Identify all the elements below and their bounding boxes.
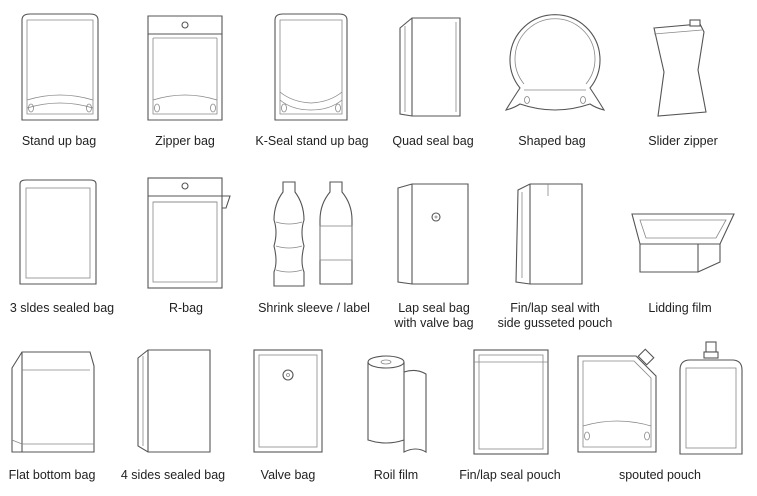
roll-film-icon [367, 355, 427, 453]
four-sides-sealed-bag-icon [137, 349, 211, 453]
label-lap-seal-bag-line2: with valve bag [394, 316, 474, 330]
label-shrink-sleeve: Shrink sleeve / label [258, 301, 370, 315]
flat-bottom-bag-icon [11, 351, 95, 453]
label-spouted-pouch: spouted pouch [618, 468, 701, 482]
label-flat-bottom-bag: Flat bottom bag [8, 468, 96, 482]
label-valve-bag: Valve bag [260, 468, 316, 482]
three-sides-sealed-bag-icon [19, 179, 97, 285]
shrink-sleeve-bottles-icon [273, 181, 353, 287]
k-seal-stand-up-bag-icon [274, 13, 348, 121]
label-lap-seal-bag-line1: Lap seal bag [398, 301, 470, 315]
zipper-bag-icon [147, 15, 223, 121]
valve-bag-icon [253, 349, 323, 453]
label-side-gusseted-line1: Fin/lap seal with [510, 301, 600, 315]
quad-seal-bag-icon [399, 17, 461, 117]
fin-lap-seal-pouch-icon [473, 349, 549, 455]
label-fin-lap-seal-pouch: Fin/lap seal pouch [459, 468, 561, 482]
side-gusseted-pouch-icon [515, 183, 583, 285]
label-slider-zipper: Slider zipper [648, 134, 718, 148]
stand-up-bag-icon [21, 13, 99, 121]
lap-seal-valve-bag-icon [397, 183, 469, 285]
label-three-sides-sealed-bag: 3 sldes sealed bag [9, 301, 115, 315]
r-bag-icon [147, 177, 231, 289]
label-zipper-bag: Zipper bag [155, 134, 215, 148]
label-side-gusseted-line2: side gusseted pouch [497, 316, 613, 330]
label-quad-seal-bag: Quad seal bag [392, 134, 474, 148]
label-k-seal-stand-up-bag: K-Seal stand up bag [255, 134, 369, 148]
label-r-bag: R-bag [168, 301, 204, 315]
label-stand-up-bag: Stand up bag [21, 134, 97, 148]
spouted-pouch-icon [577, 341, 743, 455]
lidding-film-tray-icon [631, 213, 735, 273]
label-roll-film: Roil film [373, 468, 419, 482]
label-shaped-bag: Shaped bag [518, 134, 586, 148]
label-lidding-film: Lidding film [648, 301, 712, 315]
label-four-sides-sealed-bag: 4 sides sealed bag [120, 468, 226, 482]
slider-zipper-icon [653, 19, 707, 117]
shaped-bag-icon [504, 14, 606, 111]
